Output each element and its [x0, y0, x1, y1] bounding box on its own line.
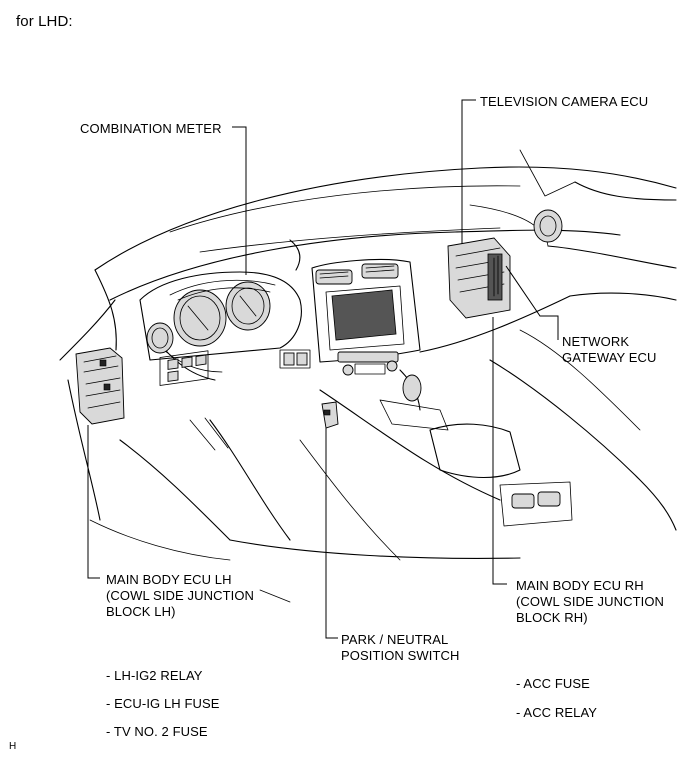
- label-park-neutral-switch-line2: POSITION SWITCH: [341, 648, 460, 663]
- label-combination-meter: COMBINATION METER: [80, 121, 222, 136]
- label-network-gateway-ecu-line1: NETWORK: [562, 334, 630, 349]
- label-main-body-ecu-lh-line1: MAIN BODY ECU LH: [106, 572, 232, 587]
- list-right-item: - ACC RELAY: [516, 705, 598, 720]
- label-main-body-ecu-lh-line2: (COWL SIDE JUNCTION: [106, 588, 255, 603]
- label-network-gateway-ecu-line2: GATEWAY ECU: [562, 350, 657, 365]
- list-left-item: - TV NO. 2 FUSE: [106, 724, 208, 739]
- label-main-body-ecu-rh-line1: MAIN BODY ECU RH: [516, 578, 644, 593]
- list-right-item: - ACC FUSE: [516, 676, 590, 691]
- label-main-body-ecu-rh-line2: (COWL SIDE JUNCTION: [516, 594, 665, 609]
- label-television-camera-ecu: TELEVISION CAMERA ECU: [480, 94, 649, 109]
- label-park-neutral-switch-line1: PARK / NEUTRAL: [341, 632, 449, 647]
- list-left-item: - LH-IG2 RELAY: [106, 668, 203, 683]
- footer-code: H: [9, 741, 17, 752]
- page-heading: for LHD:: [16, 13, 73, 30]
- label-main-body-ecu-rh-line3: BLOCK RH): [516, 610, 588, 625]
- list-left-item: - ECU-IG LH FUSE: [106, 696, 220, 711]
- label-main-body-ecu-lh-line3: BLOCK LH): [106, 604, 176, 619]
